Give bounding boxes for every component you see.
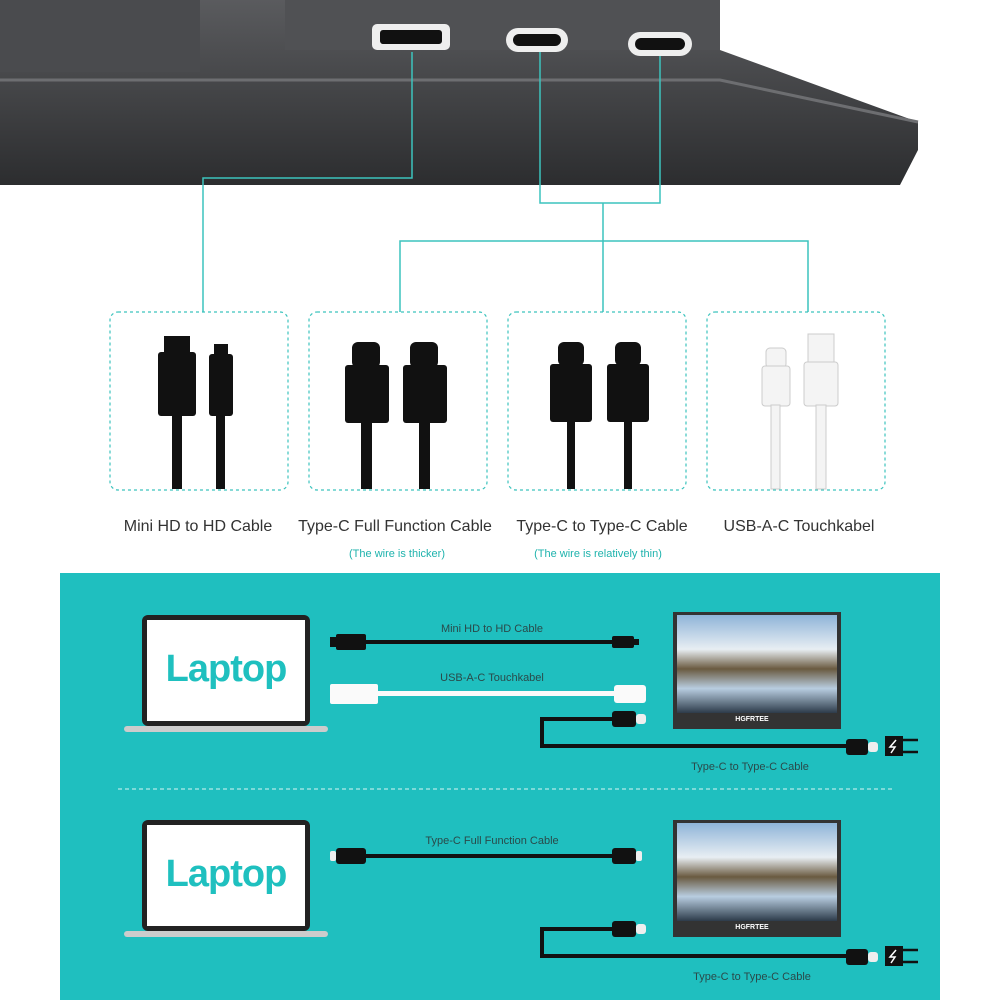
type-c-full-cable-image	[345, 342, 447, 489]
cable-label-type-c: Type-C to Type-C Cable	[516, 518, 688, 535]
laptop-label-2: Laptop	[165, 853, 288, 895]
laptop-image-2	[124, 820, 328, 937]
monitor-brand-2: HGFRTEE	[735, 924, 769, 931]
power-cable-2	[540, 921, 918, 966]
monitor-brand-1: HGFRTEE	[735, 716, 769, 723]
setup1-cable2-label: USB-A-C Touchkabel	[440, 672, 544, 684]
power-cable-1	[540, 711, 918, 756]
cable-note-type-c-full: (The wire is thicker)	[349, 548, 445, 560]
monitor-edge	[0, 0, 919, 185]
mini-hd-cable-image	[158, 336, 233, 489]
mini-hd-cable-1	[330, 634, 639, 650]
monitor-image-2	[673, 820, 841, 937]
usb-a-c-cable-1	[330, 684, 646, 704]
cable-note-type-c: (The wire is relatively thin)	[534, 548, 662, 560]
usb-c-port-1	[506, 28, 568, 52]
setup1-power-label: Type-C to Type-C Cable	[691, 761, 809, 773]
laptop-label-1: Laptop	[165, 648, 288, 690]
usb-c-port-2	[628, 32, 692, 56]
type-c-cable-image	[550, 342, 649, 489]
cable-label-type-c-full: Type-C Full Function Cable	[298, 518, 492, 535]
setup1-cable1-label: Mini HD to HD Cable	[440, 623, 544, 635]
laptop-image-1	[124, 615, 328, 732]
setup2-power-label: Type-C to Type-C Cable	[693, 971, 811, 983]
usb-a-c-cable-image	[761, 333, 839, 490]
setup2-cable1-label: Type-C Full Function Cable	[425, 835, 559, 847]
monitor-image-1	[673, 612, 841, 729]
cable-cards	[109, 311, 886, 491]
cable-label-usb-a-c: USB-A-C Touchkabel	[723, 518, 875, 535]
cable-label-mini-hd: Mini HD to HD Cable	[123, 518, 273, 535]
type-c-full-cable-2	[330, 848, 642, 864]
connector-lines	[202, 52, 809, 312]
mini-hdmi-port	[372, 24, 450, 50]
